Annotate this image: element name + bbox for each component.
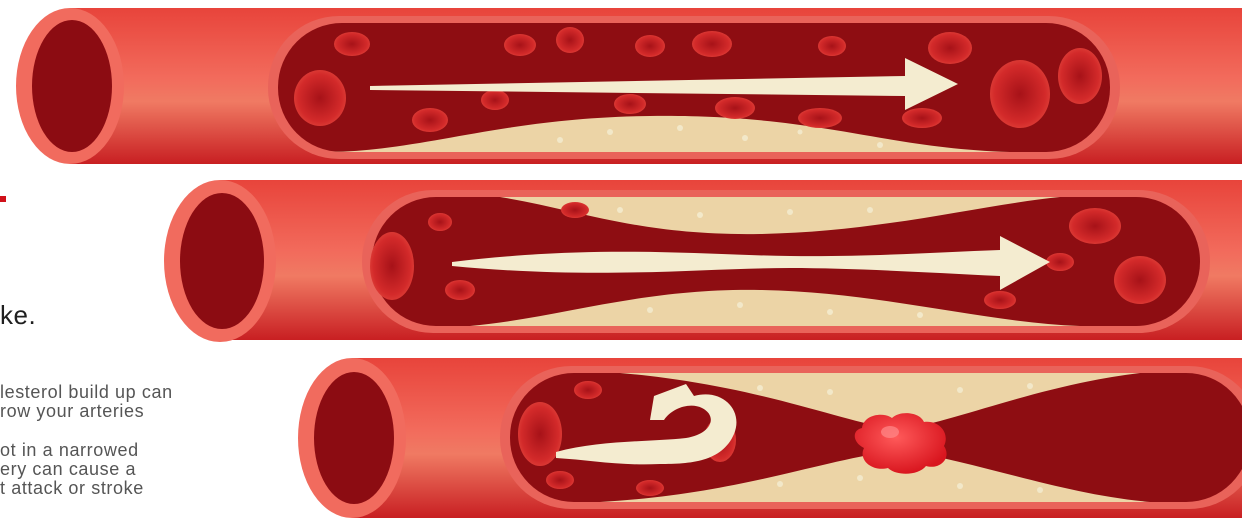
note-line: ot in a narrowed [0,440,139,460]
artery-panel-clot [298,358,1242,518]
note-line: lesterol build up can [0,382,173,402]
truncated-heading-text: ke. [0,300,36,331]
note-clot: ot in a narrowed ery can cause a t attac… [0,441,144,498]
artery-panel-narrowed [164,180,1242,342]
note-line: ery can cause a [0,459,136,479]
red-accent-mark [0,196,6,202]
note-line: t attack or stroke [0,478,144,498]
note-line: row your arteries [0,401,144,421]
note-cholesterol: lesterol build up can row your arteries [0,383,173,421]
artery-panel-healthy [16,8,1242,164]
